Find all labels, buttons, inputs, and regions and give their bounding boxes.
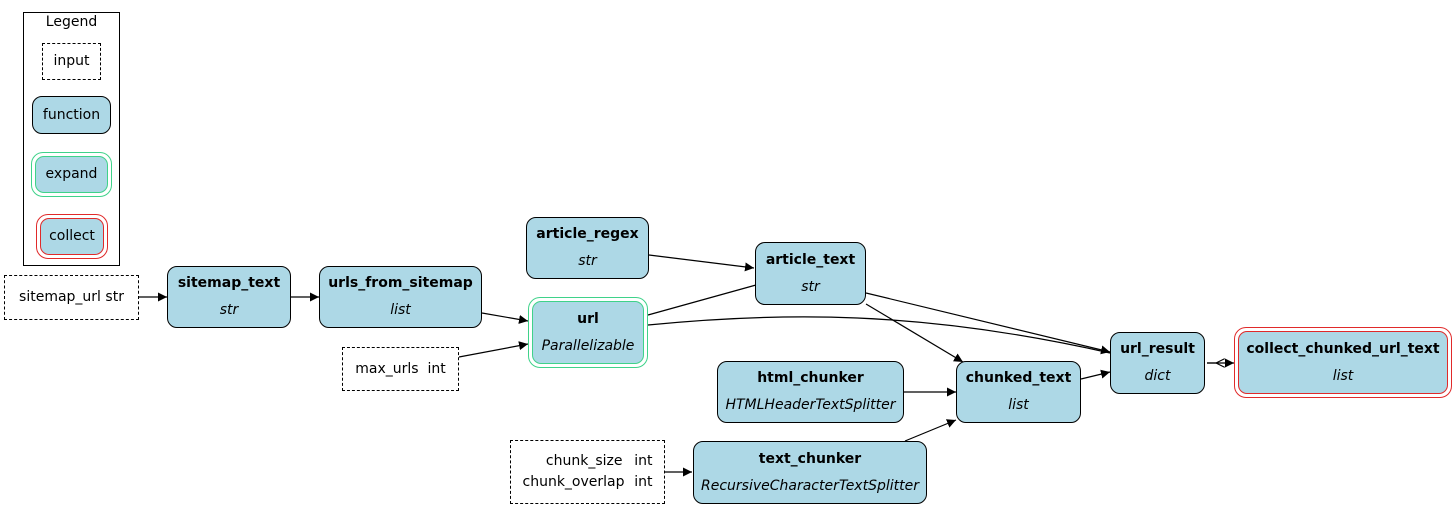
max-urls-type: int (427, 360, 446, 377)
node-html-chunker[interactable]: html_chunker HTMLHeaderTextSplitter (717, 361, 904, 423)
node-sitemap-text[interactable]: sitemap_text str (167, 266, 291, 328)
node-article-regex[interactable]: article_regex str (526, 217, 649, 279)
node-name: sitemap_text (177, 275, 281, 291)
node-article-text[interactable]: article_text str (755, 242, 866, 305)
node-text-chunker[interactable]: text_chunker RecursiveCharacterTextSplit… (693, 441, 927, 504)
node-type: str (801, 278, 820, 295)
legend-function: function (32, 96, 111, 134)
node-type: Parallelizable (541, 337, 635, 354)
node-type: list (1332, 367, 1354, 384)
node-url-expand[interactable]: url Parallelizable (528, 297, 648, 368)
input-sitemap-url[interactable]: sitemap_url str (4, 275, 139, 320)
edge-max-urls-to-url (458, 341, 529, 358)
edge-url-to-url-result (647, 316, 1110, 353)
node-type: dict (1144, 368, 1171, 384)
node-url-result[interactable]: url_result dict (1110, 332, 1205, 394)
edge-article-text-to-chunked-text (865, 303, 964, 363)
node-name: url (577, 310, 599, 327)
legend-expand-label: expand (45, 166, 98, 182)
legend-function-label: function (42, 106, 101, 123)
edge-url-to-article-text (647, 285, 756, 316)
chunk-size-label: chunk_size (545, 453, 623, 469)
legend-input-label: input (53, 53, 90, 69)
edge-article-text-to-url-result (865, 292, 1111, 355)
legend-collect: collect (36, 214, 108, 259)
edge-chunked-text-to-url-result (1080, 369, 1111, 380)
node-urls-from-sitemap[interactable]: urls_from_sitemap list (319, 266, 482, 328)
edge-urls-from-sitemap-to-url (481, 312, 529, 324)
node-type: str (578, 253, 597, 269)
node-type: RecursiveCharacterTextSplitter (701, 477, 919, 494)
node-name: urls_from_sitemap (328, 275, 473, 291)
legend: Legend input function expand collect (23, 12, 120, 266)
node-type: list (1008, 397, 1029, 413)
legend-collect-label: collect (49, 228, 95, 244)
input-max-urls[interactable]: max_urls int (342, 347, 459, 391)
node-name: article_regex (536, 226, 639, 242)
node-name: text_chunker (758, 450, 862, 467)
legend-expand: expand (31, 152, 112, 197)
chunk-overlap-type: int (634, 474, 653, 490)
node-name: url_result (1120, 341, 1195, 357)
node-type: list (390, 302, 411, 318)
node-name: html_chunker (757, 370, 864, 386)
sitemap-url-label: sitemap_url (19, 289, 101, 305)
legend-title: Legend (45, 14, 98, 30)
node-name: chunked_text (965, 370, 1072, 386)
chunk-overlap-label: chunk_overlap (522, 474, 625, 490)
edge-article-regex-to-article-text (648, 254, 755, 272)
edge-text-chunker-to-chunked-text (904, 419, 957, 442)
node-chunked-text[interactable]: chunked_text list (956, 361, 1081, 423)
node-name: article_text (765, 251, 856, 268)
node-type: str (219, 302, 239, 318)
max-urls-label: max_urls (355, 360, 419, 377)
chunk-size-type: int (634, 453, 653, 469)
sitemap-url-type: str (105, 289, 124, 305)
legend-input: input (42, 43, 101, 80)
node-name: collect_chunked_url_text (1246, 340, 1440, 357)
node-type: HTMLHeaderTextSplitter (725, 397, 896, 413)
node-collect-chunked-url-text[interactable]: collect_chunked_url_text list (1234, 327, 1452, 398)
